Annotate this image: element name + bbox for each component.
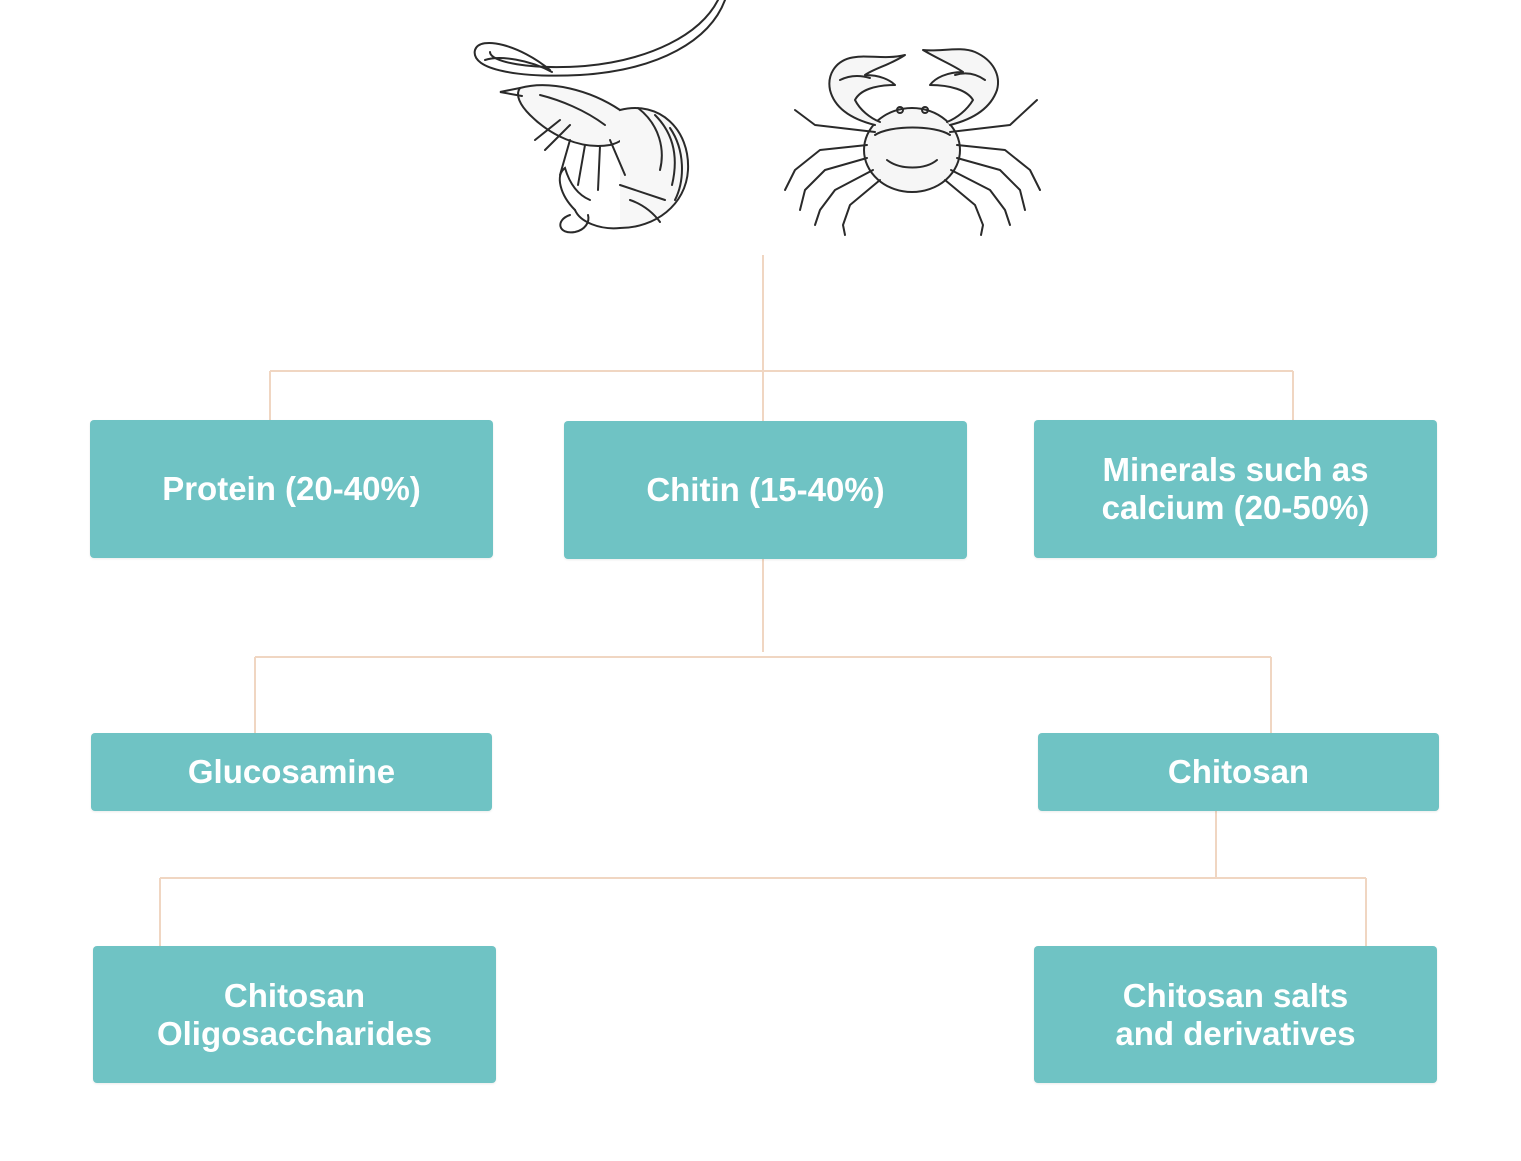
node-chitin-label: Chitin (15-40%): [646, 471, 885, 508]
node-chitosan: Chitosan: [1038, 733, 1439, 811]
node-chitosan-oligosaccharides: Chitosan Oligosaccharides: [93, 946, 496, 1083]
node-glucosamine: Glucosamine: [91, 733, 492, 811]
node-salts-label: Chitosan salts and derivatives: [1115, 976, 1356, 1052]
node-oligosaccharides-label: Chitosan Oligosaccharides: [156, 976, 433, 1052]
node-chitosan-label: Chitosan: [1167, 753, 1310, 790]
node-minerals-label: Minerals such as calcium (20-50%): [1101, 451, 1370, 526]
node-minerals: Minerals such as calcium (20-50%): [1034, 420, 1437, 558]
node-chitosan-salts: Chitosan salts and derivatives: [1034, 946, 1437, 1083]
shrimp-illustration: [473, 0, 726, 234]
node-protein-label: Protein (20-40%): [162, 470, 421, 507]
crab-illustration: [784, 48, 1041, 236]
node-chitin: Chitin (15-40%): [564, 421, 967, 559]
node-protein: Protein (20-40%): [90, 420, 493, 558]
node-glucosamine-label: Glucosamine: [187, 753, 396, 790]
